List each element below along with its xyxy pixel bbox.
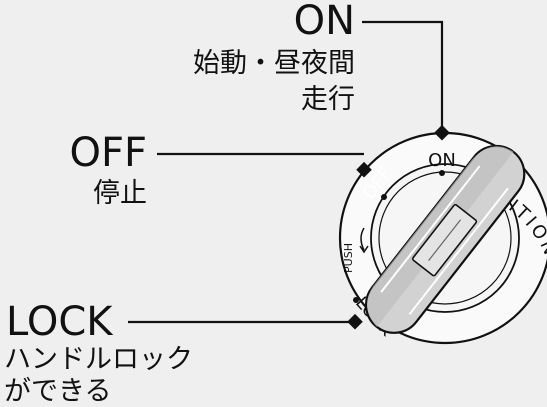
key-handle-groove-right [408,187,509,315]
dial-marking-push: PUSH [342,243,355,273]
lock-position-description-line-1: ハンドルロック [4,344,193,375]
off-position-label: OFF [69,130,148,176]
keyhole-slot-line [428,219,462,262]
on-dot [439,170,445,176]
key-handle-groove-left [380,165,481,293]
on-leader-line [362,20,444,134]
leader-lines [128,20,444,324]
dial-marking-on: ON [428,150,456,171]
lock-position-label: LOCK [6,299,113,345]
on-position-description-line-2: 走行 [301,84,355,115]
off-dot [381,194,387,200]
off-marker [356,161,372,178]
lock-position-description-line-2: ができる [4,376,112,407]
lock-dot [353,297,359,303]
off-position-description-line-1: 停止 [93,178,147,209]
on-position-description-line-1: 始動・昼夜間 [193,48,355,79]
key-slot-handle [364,144,526,334]
dial-inner-face [378,171,512,305]
push-arrow-icon [359,227,369,254]
on-position-label: ON [293,0,355,44]
lock-marker [347,313,363,330]
